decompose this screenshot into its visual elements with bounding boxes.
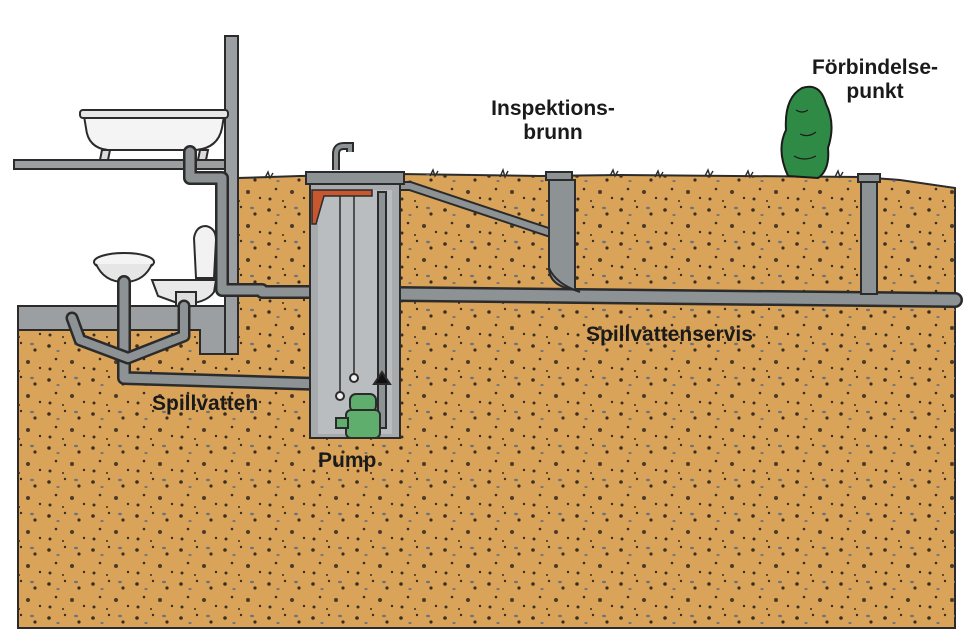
bracket — [311, 189, 373, 225]
service-main-pipe — [388, 286, 963, 308]
toilet-icon — [150, 224, 218, 307]
connection-point-label-line2: punkt — [846, 80, 904, 103]
pump-icon — [335, 393, 381, 439]
service-line-label: Spillvattenservis — [586, 323, 753, 346]
house-drain-pipes — [65, 145, 327, 391]
bathtub-icon — [79, 109, 229, 161]
pump-label: Pump — [318, 449, 377, 472]
inspection-well — [545, 171, 581, 293]
vent-pipe — [332, 142, 354, 170]
grass-tufts — [264, 167, 844, 180]
shrub-icon — [780, 85, 833, 180]
sink-icon — [93, 252, 155, 284]
connection-riser — [857, 173, 881, 295]
connection-point-label-line1: Förbindelse- — [811, 56, 938, 79]
inspection-well-label: Inspektions- brunn — [468, 97, 638, 145]
connection-point-label: Förbindelse- punkt — [775, 56, 975, 104]
wastewater-label: Spillvatten — [152, 392, 259, 415]
inspection-well-label-line1: Inspektions- — [491, 97, 615, 120]
inspection-well-label-line2: brunn — [523, 121, 583, 144]
upper-floor — [13, 159, 239, 170]
